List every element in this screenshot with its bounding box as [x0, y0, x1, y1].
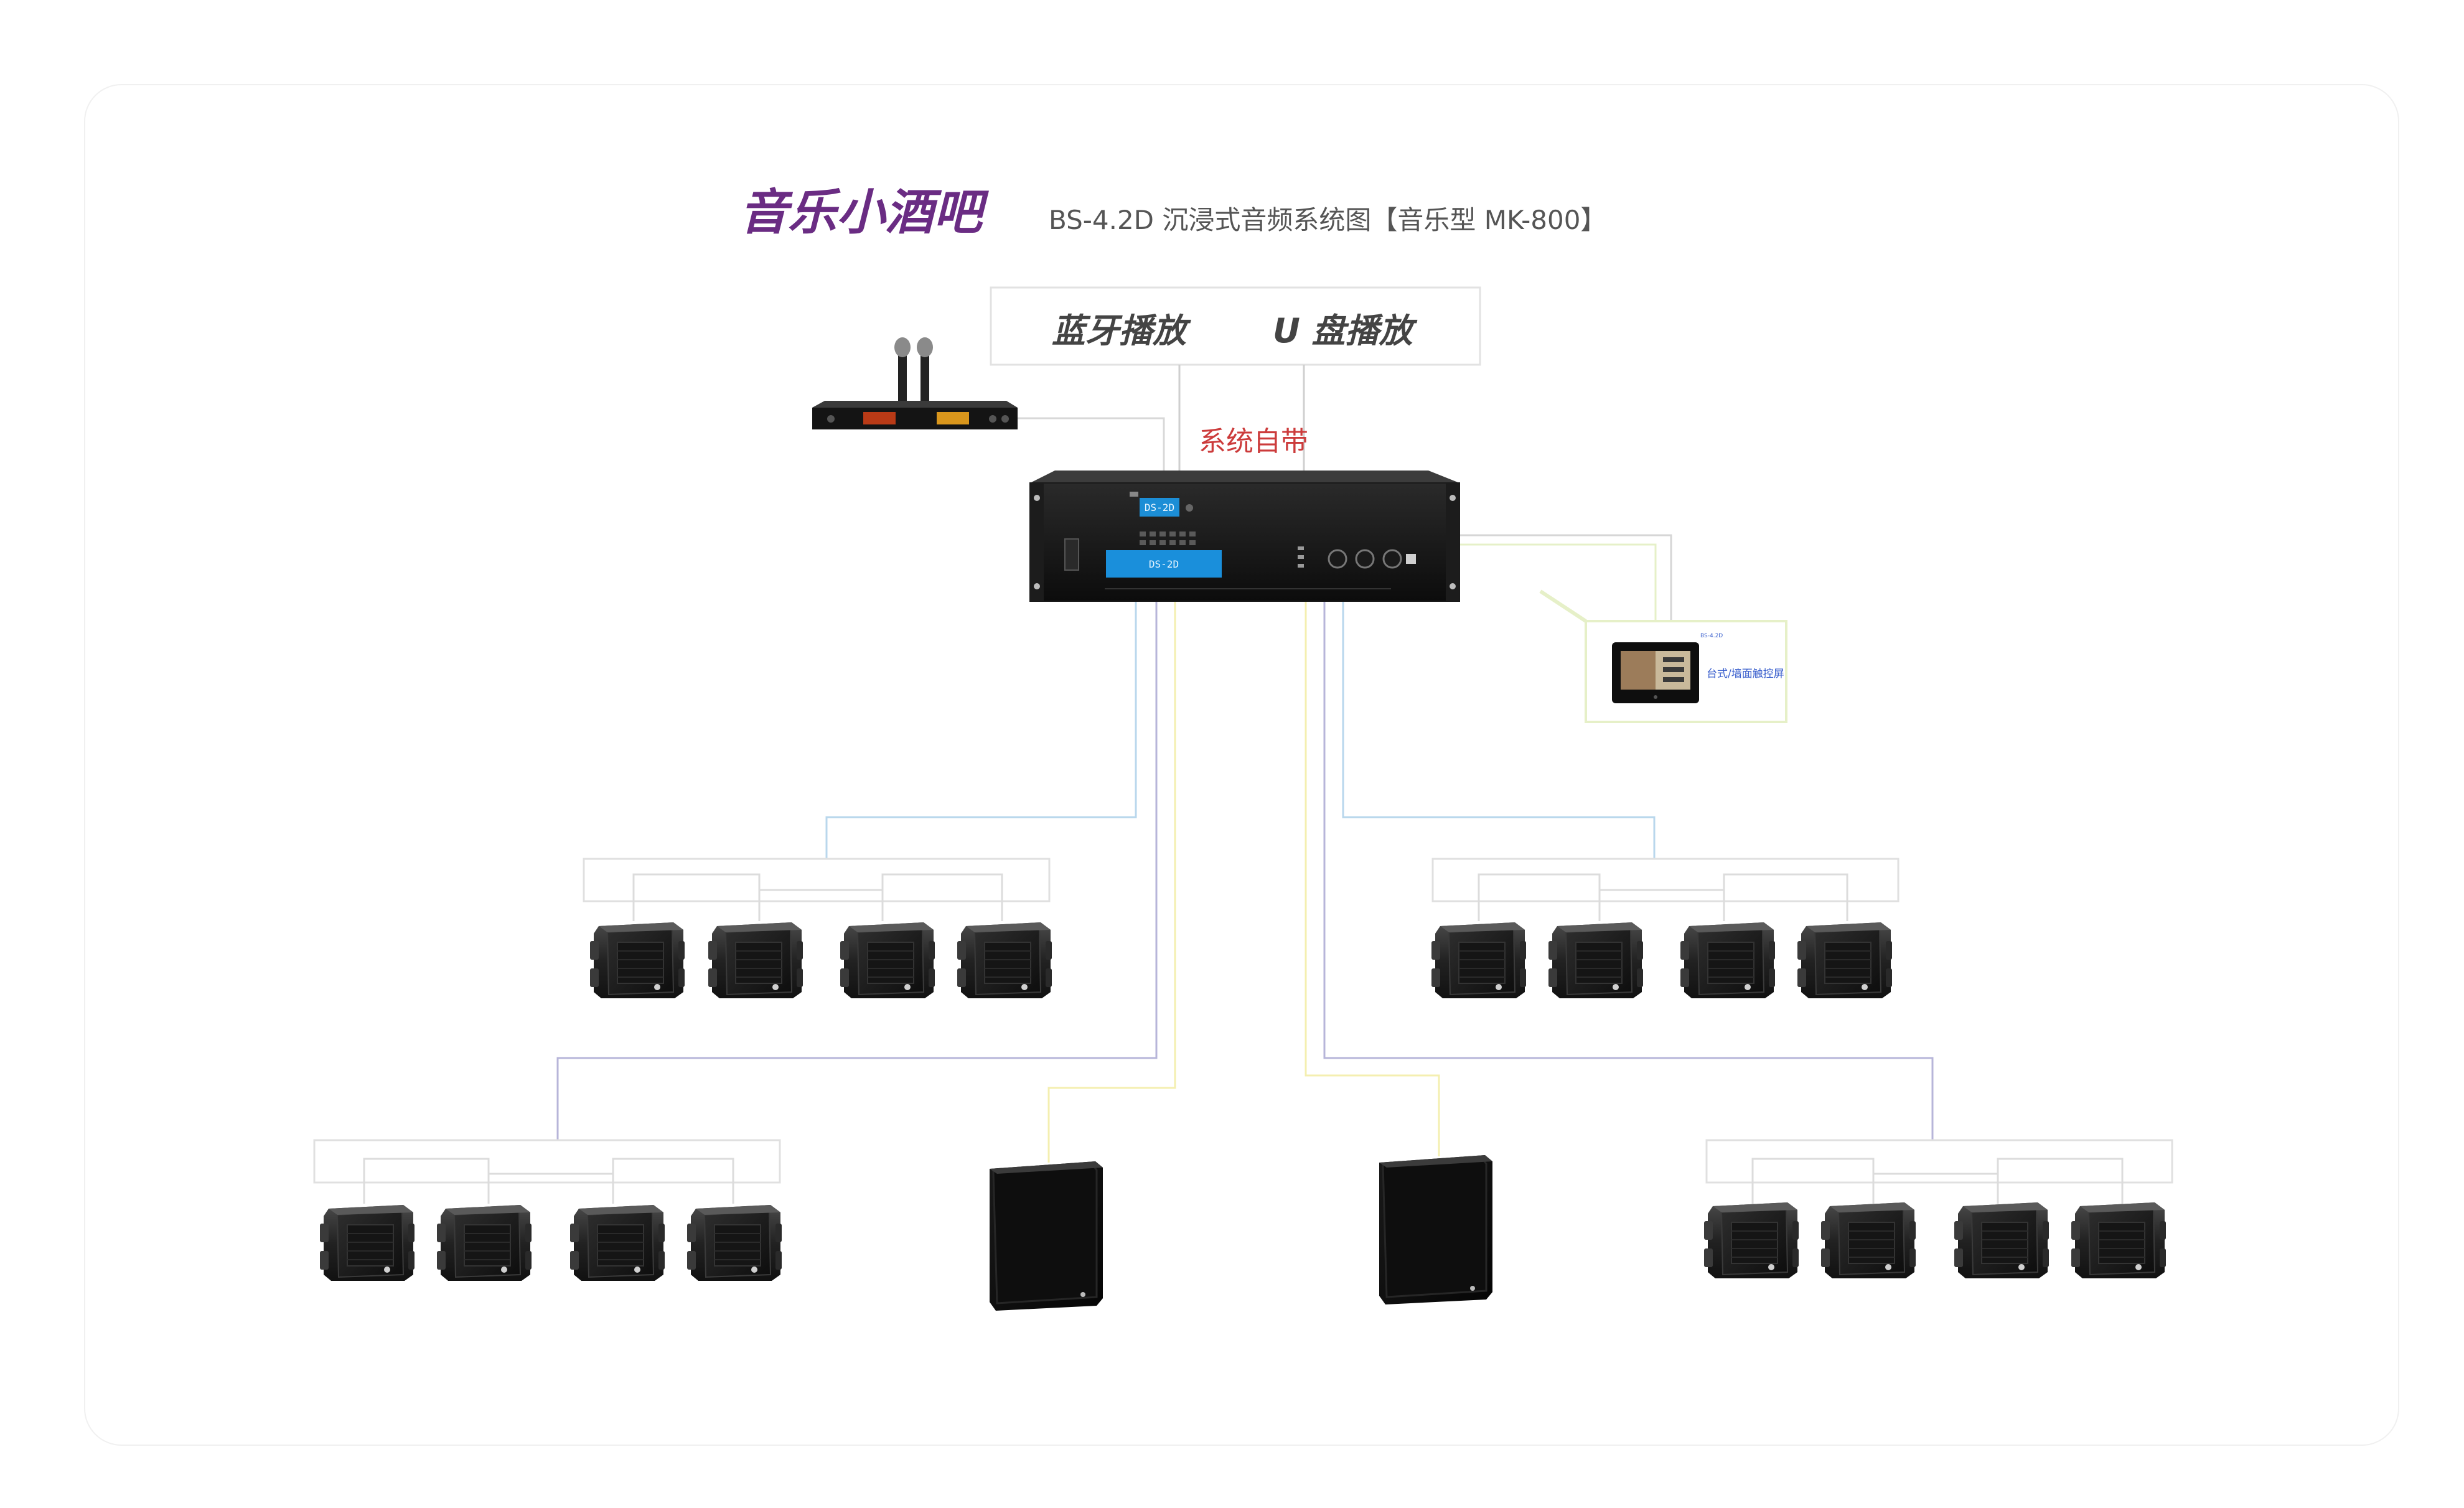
speaker-icon: [957, 922, 1052, 999]
speaker-icon: [1703, 1202, 1799, 1279]
usb-playback-label: U 盘播放: [1273, 311, 1418, 350]
speaker-icon: [1954, 1202, 2049, 1279]
signal-cables: [313, 365, 2173, 1204]
diagram-frame: [84, 84, 2399, 1446]
speaker-icon: [1548, 922, 1644, 999]
speaker-icon: [1797, 922, 1893, 999]
input-source-box: [990, 286, 1481, 366]
speaker-icon: [840, 922, 935, 999]
speaker-icon: [708, 922, 803, 999]
speaker-icon: [1680, 922, 1776, 999]
speaker-icon: [569, 1204, 665, 1281]
amplifier-small-display: DS-2D: [1145, 502, 1174, 513]
speaker-icon: [1820, 1202, 1916, 1279]
lower-right-speaker-group: [1703, 1202, 2167, 1279]
speaker-icon: [589, 922, 685, 999]
speaker-icon: [436, 1204, 532, 1281]
speaker-icon: [686, 1204, 782, 1281]
touch-screen-icon: [1612, 642, 1699, 703]
subwoofer-left-icon: [988, 1160, 1104, 1312]
lower-left-speaker-group: [319, 1204, 782, 1281]
control-panel-model: BS-4.2D: [1700, 633, 1723, 639]
bluetooth-playback-label: 蓝牙播放: [1052, 311, 1191, 350]
amplifier-main-display: DS-2D: [1149, 558, 1179, 570]
diagram-subtitle: BS-4.2D 沉浸式音频系统图【音乐型 MK-800】: [1049, 205, 1606, 235]
system-builtin-label: 系统自带: [1199, 426, 1308, 457]
control-panel-label: 台式/墙面触控屏: [1707, 668, 1784, 680]
speaker-icon: [2071, 1202, 2167, 1279]
diagram-title: 音乐小酒吧: [739, 185, 989, 241]
audio-amplifier-unit: DS-2D DS-2D: [1029, 471, 1460, 602]
speaker-icon: [1431, 922, 1527, 999]
upper-right-speaker-group: [1431, 922, 1893, 999]
subwoofer-right-icon: [1378, 1154, 1494, 1306]
wireless-microphone-receiver-icon: [812, 337, 1018, 429]
upper-left-speaker-group: [589, 922, 1052, 999]
speaker-icon: [319, 1204, 415, 1281]
